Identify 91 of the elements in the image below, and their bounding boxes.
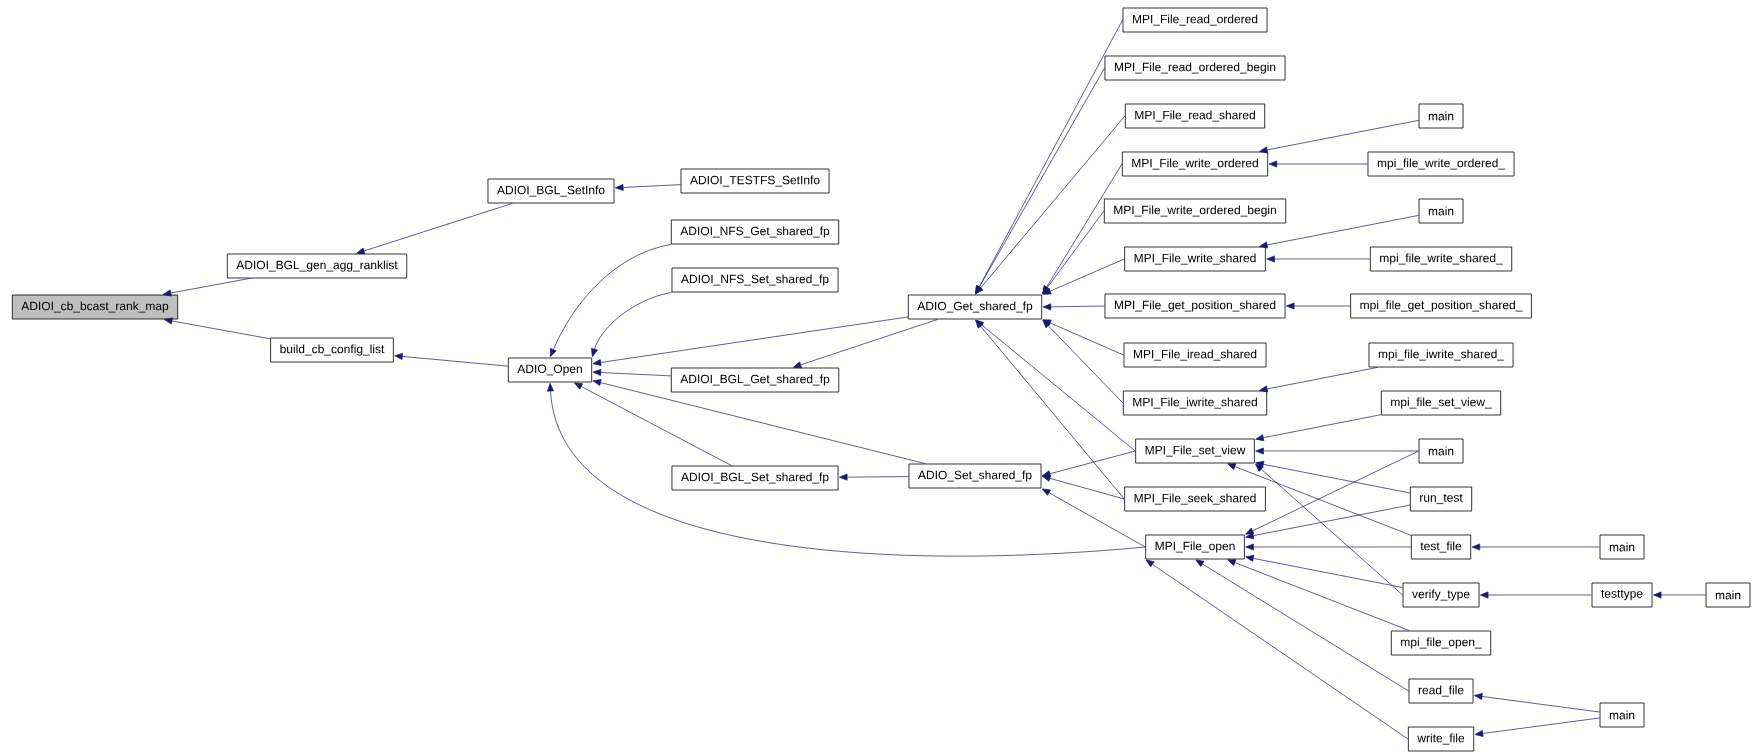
function-box: ADIO_Set_shared_fp: [908, 463, 1042, 489]
function-box: testtype: [1591, 582, 1653, 608]
function-box: mpi_file_write_ordered_: [1367, 151, 1515, 177]
arrow: [1041, 488, 1146, 548]
arrow: [1042, 258, 1125, 295]
arrow: [1255, 460, 1411, 494]
arrow: [1227, 463, 1412, 536]
arrow: [975, 115, 1126, 295]
function-box: ADIOI_BGL_Set_shared_fp: [671, 465, 839, 491]
arrow: [1145, 559, 1409, 740]
arrow: [394, 353, 509, 367]
function-box: MPI_File_read_ordered: [1122, 7, 1268, 33]
function-box: MPI_File_set_view: [1135, 438, 1255, 464]
function-box: main: [1418, 103, 1464, 129]
function-box: MPI_File_iread_shared: [1123, 342, 1267, 368]
function-box: write_file: [1407, 726, 1475, 752]
function-box: ADIOI_cb_bcast_rank_map: [11, 294, 179, 320]
function-box: read_file: [1408, 678, 1474, 704]
arrow: [574, 382, 732, 466]
arrow: [592, 379, 926, 464]
function-box: mpi_file_open_: [1390, 630, 1492, 656]
function-box: main: [1418, 198, 1464, 224]
function-box: MPI_File_write_shared: [1124, 246, 1266, 272]
arrow: [975, 67, 1105, 295]
function-box: ADIO_Get_shared_fp: [907, 294, 1043, 320]
arrow: [1042, 450, 1136, 478]
arrow: [1474, 693, 1600, 713]
function-box: MPI_File_iwrite_shared: [1122, 390, 1268, 416]
arrow: [1266, 255, 1371, 263]
arrow: [1245, 450, 1419, 535]
arrow: [792, 319, 938, 369]
arrow: [1480, 591, 1592, 599]
function-box: mpi_file_get_position_shared_: [1350, 293, 1532, 319]
function-box: MPI_File_write_ordered: [1121, 151, 1269, 177]
arrow: [1195, 559, 1409, 692]
arrow: [1042, 475, 1125, 500]
function-box: MPI_File_seek_shared: [1124, 486, 1266, 512]
function-box: ADIO_Open: [507, 357, 593, 383]
function-box: main: [1418, 438, 1464, 464]
function-box: ADIOI_BGL_SetInfo: [487, 178, 615, 204]
arrow: [591, 292, 672, 358]
function-box: MPI_File_read_shared: [1124, 103, 1266, 129]
function-box: MPI_File_write_ordered_begin: [1103, 198, 1287, 224]
arrow: [1286, 302, 1351, 310]
arrow: [1255, 414, 1382, 442]
arrow: [356, 203, 513, 255]
arrow: [975, 319, 1136, 452]
arrow: [1255, 447, 1419, 455]
arrow: [1255, 463, 1403, 596]
function-box: build_cb_config_list: [270, 337, 394, 363]
arrow: [1268, 160, 1368, 168]
function-box: ADIOI_NFS_Get_shared_fp: [670, 219, 840, 245]
function-box: ADIOI_BGL_gen_agg_ranklist: [226, 253, 408, 279]
arrow: [1259, 120, 1419, 154]
arrow: [1653, 591, 1706, 599]
function-box: mpi_file_iwrite_shared_: [1368, 342, 1514, 368]
arrow: [592, 369, 672, 377]
arrow: [839, 473, 909, 481]
arrow: [162, 278, 251, 297]
arrow: [592, 316, 909, 366]
arrow: [1259, 367, 1378, 393]
arrow: [163, 317, 271, 340]
arrow: [1474, 717, 1600, 737]
function-box: ADIOI_TESTFS_SetInfo: [680, 168, 830, 194]
function-box: main: [1599, 534, 1645, 560]
arrow: [1245, 504, 1411, 540]
arrow: [1042, 319, 1124, 404]
arrow: [1245, 555, 1403, 588]
function-box: main: [1599, 702, 1645, 728]
arrow: [1042, 303, 1105, 311]
function-box: ADIOI_BGL_Get_shared_fp: [670, 367, 840, 393]
function-box: MPI_File_open: [1145, 534, 1245, 560]
function-box: test_file: [1410, 534, 1472, 560]
function-box: verify_type: [1402, 582, 1480, 608]
function-box: MPI_File_read_ordered_begin: [1104, 55, 1286, 81]
arrow: [975, 319, 1125, 500]
arrow: [1042, 210, 1105, 295]
function-box: ADIOI_NFS_Set_shared_fp: [671, 267, 839, 293]
arrow: [1471, 543, 1600, 551]
arrow: [547, 383, 1146, 557]
function-box: mpi_file_write_shared_: [1369, 246, 1513, 272]
function-box: mpi_file_set_view_: [1380, 390, 1502, 416]
arrow: [550, 244, 672, 358]
function-box: main: [1705, 582, 1751, 608]
arrow: [615, 184, 681, 191]
arrow: [1245, 543, 1412, 551]
arrow: [1227, 559, 1410, 631]
arrow: [1259, 215, 1419, 249]
function-box: run_test: [1409, 486, 1473, 512]
function-box: MPI_File_get_position_shared: [1104, 293, 1286, 319]
arrow: [1042, 319, 1124, 356]
